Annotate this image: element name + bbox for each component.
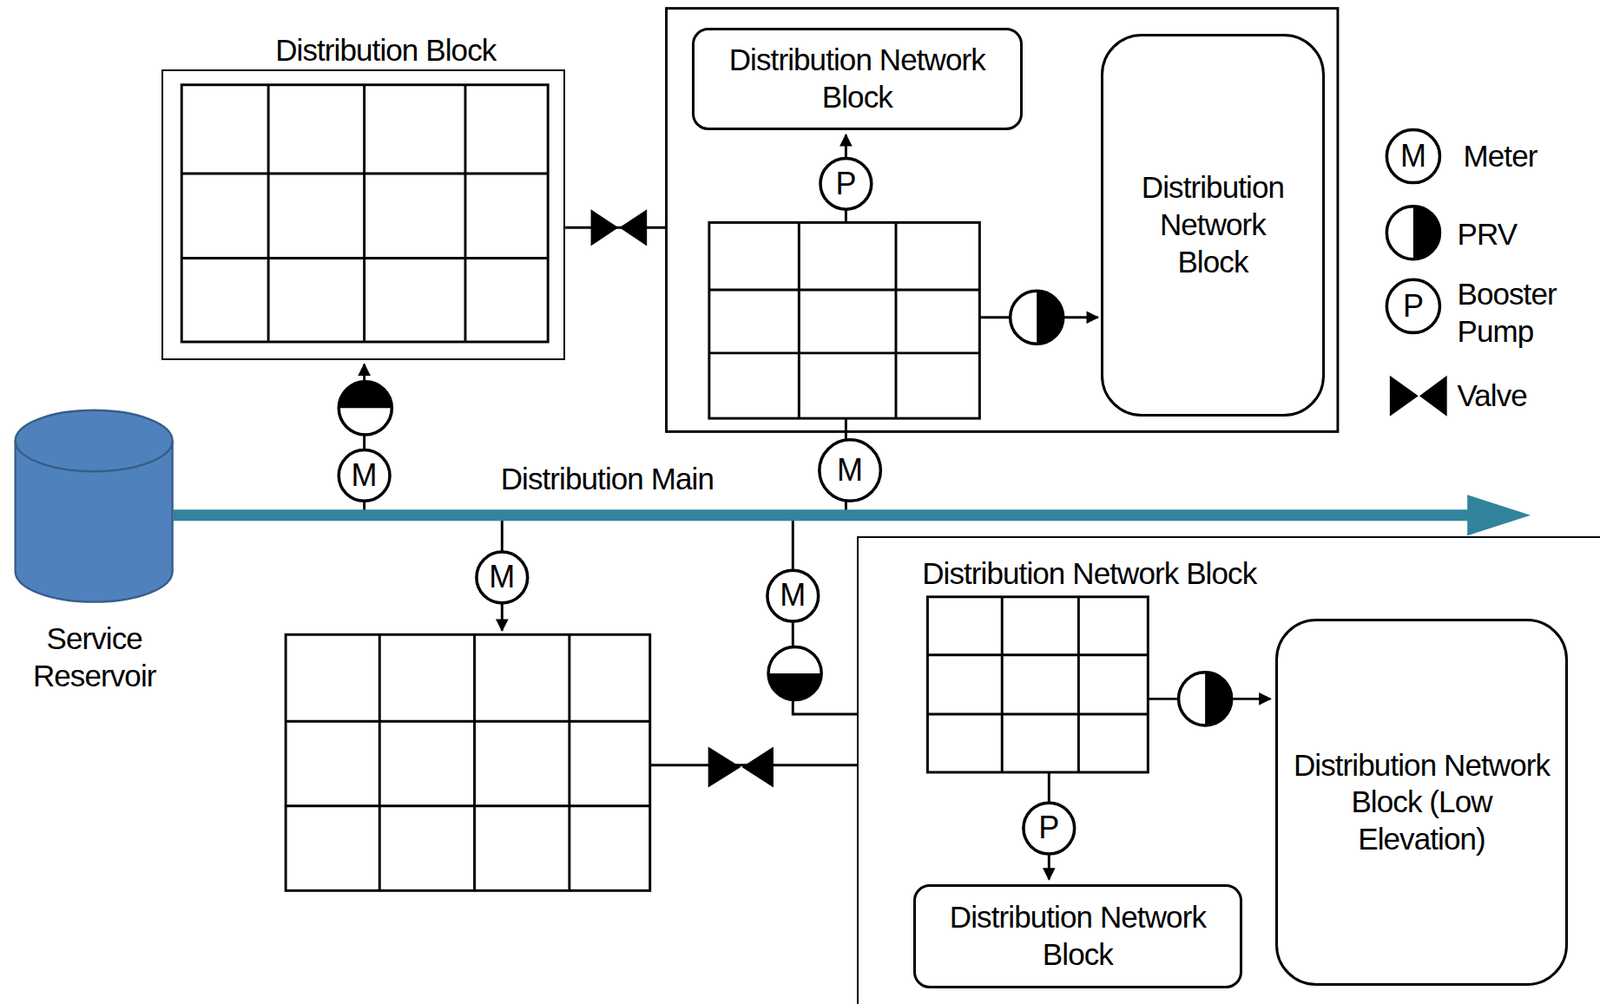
legend-text: Valve (1456, 377, 1527, 415)
pump-letter: P (1038, 809, 1060, 848)
reservoir-label: Service Reservoir (5, 612, 185, 705)
main-label: Distribution Main (500, 460, 714, 499)
block-label: Distribution Network Block (704, 41, 1011, 116)
low-elevation-block: Distribution Network Block (Low Elevatio… (1275, 618, 1568, 987)
meter-letter: M (488, 558, 515, 597)
network-block: Distribution Network Block (1100, 33, 1324, 417)
legend-text: Booster Pump (1456, 276, 1590, 350)
legend-text: Meter (1462, 137, 1537, 175)
network-region: Distribution Network BlockDistribution N… (856, 536, 1600, 1004)
legend-meter-letter: M (1400, 137, 1427, 176)
block-heading: Distribution Block (275, 32, 496, 70)
distribution-block: Distribution Block (161, 69, 566, 361)
meter-letter: M (836, 451, 863, 490)
meter-letter: M (351, 456, 378, 495)
pump-letter: P (835, 164, 856, 204)
block-label: Distribution Network Block (1123, 169, 1303, 281)
meter-letter: M (779, 576, 806, 615)
legend-pump-letter: P (1402, 287, 1424, 326)
block-label: Service Reservoir (18, 620, 172, 695)
legend-text: PRV (1456, 216, 1517, 254)
block-heading: Distribution Network Block (921, 555, 1257, 593)
block-label: Distribution Network Block (Low Elevatio… (1283, 747, 1560, 859)
network-block: Distribution Network Block (691, 27, 1023, 132)
network-block: Distribution Network Block (913, 884, 1244, 989)
block-label: Distribution Network Block (924, 899, 1232, 974)
